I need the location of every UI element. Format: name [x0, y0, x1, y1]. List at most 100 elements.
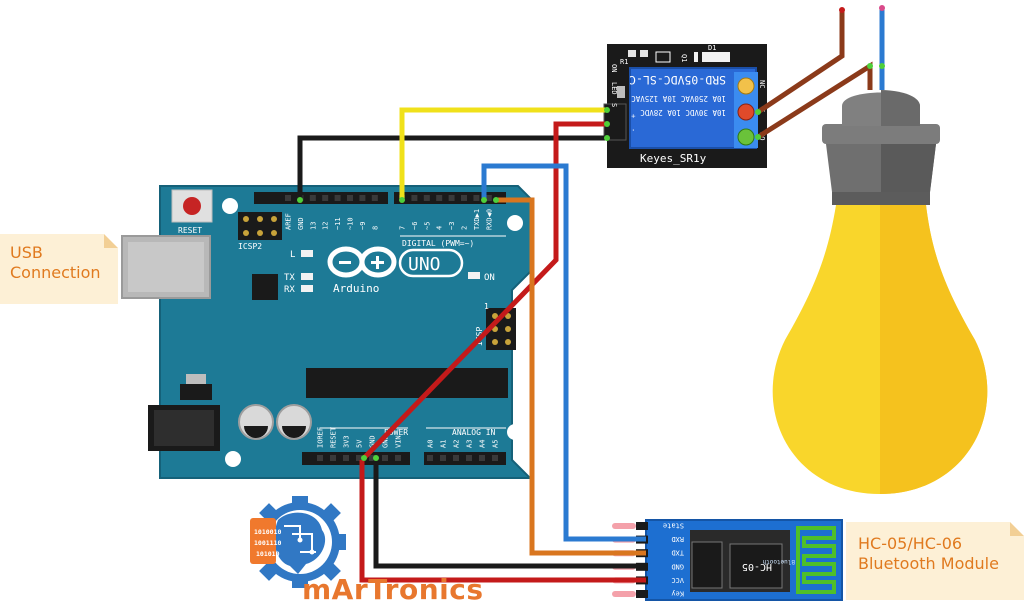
bt-chip-label: HC-05 — [742, 561, 772, 572]
relay-pin-minus: - — [629, 128, 637, 132]
led-rx — [301, 285, 313, 292]
icsp2-header — [238, 212, 282, 240]
top-pin-label: 7 — [399, 226, 407, 230]
top-pin-label: ~5 — [423, 222, 431, 230]
diode-d1 — [694, 52, 730, 62]
header-hole — [411, 195, 418, 201]
bottom-pin-label: A0 — [427, 440, 435, 448]
header-hole — [427, 455, 433, 461]
bt-pin-label: Key — [671, 590, 684, 598]
brand-binary-1: 1010010 — [254, 528, 281, 536]
header-hole — [369, 455, 375, 461]
top-pin-label: 12 — [322, 222, 330, 230]
brand-binary-2: 1001110 — [254, 539, 281, 547]
led-on-label: ON — [484, 273, 495, 283]
mount-hole — [222, 198, 238, 214]
voltage-regulator — [180, 374, 212, 400]
arduino-board: RESET ICSP2 L TX RX ON UNO Arduino — [121, 185, 533, 479]
mount-hole — [225, 451, 241, 467]
reset-button-cap — [183, 197, 201, 215]
bottom-pin-label: 3V3 — [343, 435, 351, 448]
bt-antenna — [796, 526, 836, 594]
header-hole — [285, 195, 291, 201]
led-l — [301, 250, 313, 257]
relay-led — [617, 86, 625, 98]
wires — [297, 5, 885, 583]
wire-yellow — [399, 107, 607, 200]
header-hole — [485, 195, 492, 201]
led-rx-label: RX — [284, 285, 295, 295]
brand-binary-3: 101010 — [256, 550, 280, 558]
wire-blue — [481, 163, 646, 542]
header-hole — [395, 455, 401, 461]
usb-connection-note: USB Connection — [0, 234, 118, 304]
relay-on-label: ON — [610, 64, 618, 72]
relay-pin-s: S — [610, 103, 618, 107]
header-hole — [423, 195, 430, 201]
header-hole — [322, 195, 329, 201]
header-hole — [453, 455, 459, 461]
uno-badge — [398, 248, 464, 278]
wire-red-relay — [362, 121, 607, 460]
header-hole — [330, 455, 336, 461]
q1-label: Q1 — [680, 54, 688, 62]
bt-pin-header — [636, 590, 648, 598]
wire-red-bt — [359, 460, 646, 583]
top-pin-label: ~3 — [448, 222, 456, 230]
digital-label: DIGITAL (PWM=~) — [402, 239, 474, 248]
wire-black-relay — [297, 135, 607, 200]
header-hole — [382, 455, 388, 461]
bt-pin-lead — [612, 523, 636, 529]
terminal-c — [737, 103, 755, 121]
relay-spec-1: SRD-05VDC-SL-C — [629, 73, 726, 87]
bottom-pin-label: GND — [382, 435, 390, 448]
top-pin-label: ~10 — [347, 217, 355, 230]
led-on — [468, 272, 480, 279]
bt-pin-lead — [612, 591, 636, 597]
bt-pin-label: GND — [671, 562, 684, 570]
bluetooth-module-note: HC-05/HC-06 Bluetooth Module — [846, 522, 1024, 600]
relay-name: Keyes_SR1y — [640, 152, 707, 165]
header-hole — [440, 455, 446, 461]
bottom-pin-label: 5V — [356, 439, 364, 448]
header-hole — [492, 455, 498, 461]
top-pin-label: TXD▶1 — [473, 209, 481, 230]
icsp-one-label: 1 — [484, 302, 489, 311]
header-hole — [334, 195, 341, 201]
wire-orange — [496, 197, 646, 556]
header-hole — [479, 455, 485, 461]
bottom-pin-label: A1 — [440, 440, 448, 448]
bt-antenna-label: Bluetooth — [762, 558, 795, 565]
terminal-nc — [737, 77, 755, 95]
header-hole — [473, 195, 480, 201]
terminal-nc-label: NC — [758, 80, 766, 88]
top-pin-label: ~11 — [334, 217, 342, 230]
top-pin-label: ~6 — [411, 222, 419, 230]
bottom-pin-label: A3 — [466, 440, 474, 448]
top-pin-label: RXD◀0 — [485, 209, 493, 230]
bottom-pin-label: GND — [369, 435, 377, 448]
bt-pin-header — [636, 522, 648, 530]
relay-pin-plus: + — [629, 114, 637, 118]
top-pin-label: 13 — [309, 222, 317, 230]
bt-pin-label: RXD — [671, 535, 684, 543]
bt-pin-label: State — [663, 522, 684, 530]
arduino-label: Arduino — [333, 282, 379, 295]
header-hole — [461, 195, 467, 201]
hc-note-line2: Bluetooth Module — [858, 554, 999, 573]
bt-chip-main — [729, 543, 783, 589]
header-hole — [309, 195, 316, 201]
uno-label: UNO — [408, 254, 441, 275]
usb-chip — [252, 274, 278, 300]
analog-label: ANALOG IN — [452, 428, 496, 437]
relay-spec-3: 10A 30VDC 10A 28VDC — [640, 108, 726, 117]
wire-brown-c — [756, 10, 845, 115]
top-pin-label: 8 — [371, 226, 379, 230]
bottom-pin-label: A5 — [492, 440, 500, 448]
mount-hole — [507, 424, 523, 440]
header-hole — [448, 195, 455, 201]
header-hole — [371, 195, 378, 201]
atmega-chip — [306, 368, 508, 398]
